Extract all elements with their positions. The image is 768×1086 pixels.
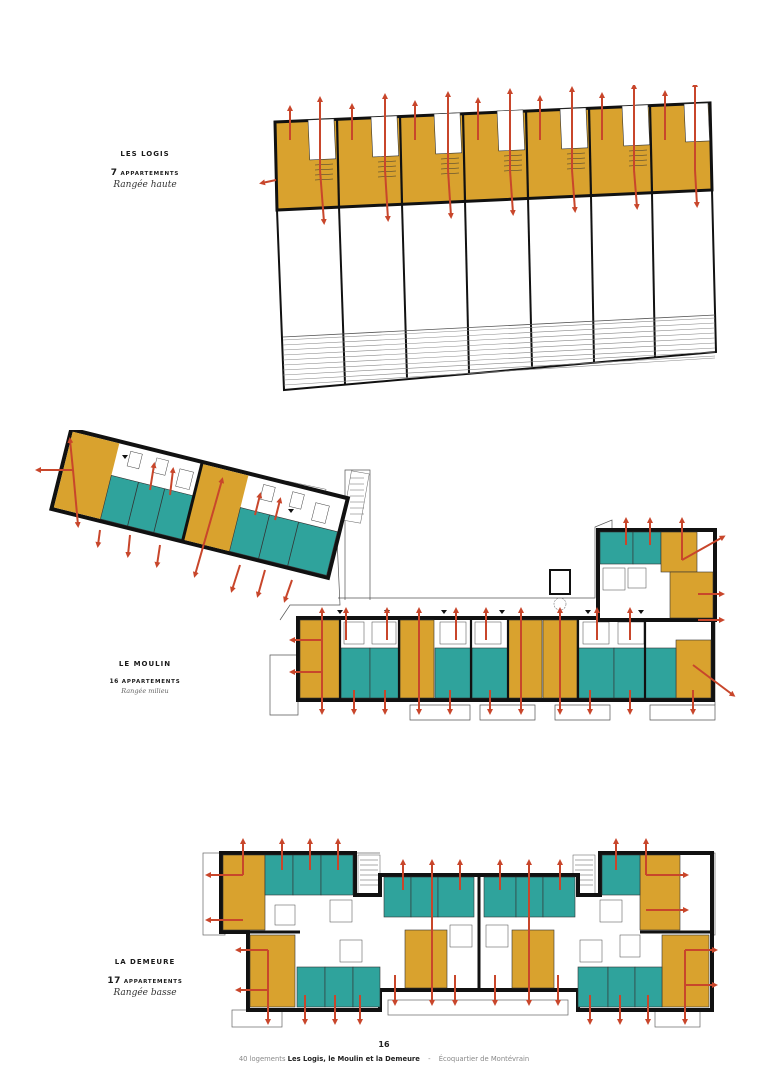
logis-row: Rangée haute xyxy=(113,180,177,190)
page-number: 16 xyxy=(378,1040,390,1049)
demeure-name: LA DEMEURE xyxy=(114,958,176,966)
moulin-floor-plan xyxy=(35,430,736,721)
demeure-count-number: 17 xyxy=(107,976,121,986)
logis-count-unit: APPARTEMENTS xyxy=(120,171,180,177)
logis-floor-plan xyxy=(259,85,718,392)
moulin-count-unit: APPARTEMENTS xyxy=(121,679,181,685)
moulin-label: LE MOULIN 16 APPARTEMENTS Rangée milieu xyxy=(90,660,200,695)
footer-caption: 40 logements Les Logis, le Moulin et la … xyxy=(0,1055,768,1063)
logis-label: LES LOGIS 7 APPARTEMENTS Rangée haute xyxy=(90,150,200,190)
moulin-count: 16 APPARTEMENTS xyxy=(90,677,200,685)
logis-count-number: 7 xyxy=(110,168,118,178)
footer-title: Les Logis, le Moulin et la Demeure xyxy=(287,1055,420,1063)
footer-project: Écoquartier de Montévrain xyxy=(438,1055,530,1063)
demeure-count: 17 APPARTEMENTS xyxy=(80,976,210,986)
demeure-floor-plan xyxy=(202,838,718,1028)
logis-count: 7 APPARTEMENTS xyxy=(90,168,200,178)
moulin-count-number: 16 xyxy=(109,678,119,685)
moulin-name: LE MOULIN xyxy=(118,660,172,668)
demeure-label: LA DEMEURE 17 APPARTEMENTS Rangée basse xyxy=(80,958,210,998)
footer-prefix: 40 logements xyxy=(238,1055,286,1063)
demeure-count-unit: APPARTEMENTS xyxy=(123,979,183,985)
moulin-row: Rangée milieu xyxy=(121,687,169,695)
demeure-row: Rangée basse xyxy=(113,988,177,998)
footer-separator: - xyxy=(428,1055,431,1063)
logis-name: LES LOGIS xyxy=(120,150,170,158)
